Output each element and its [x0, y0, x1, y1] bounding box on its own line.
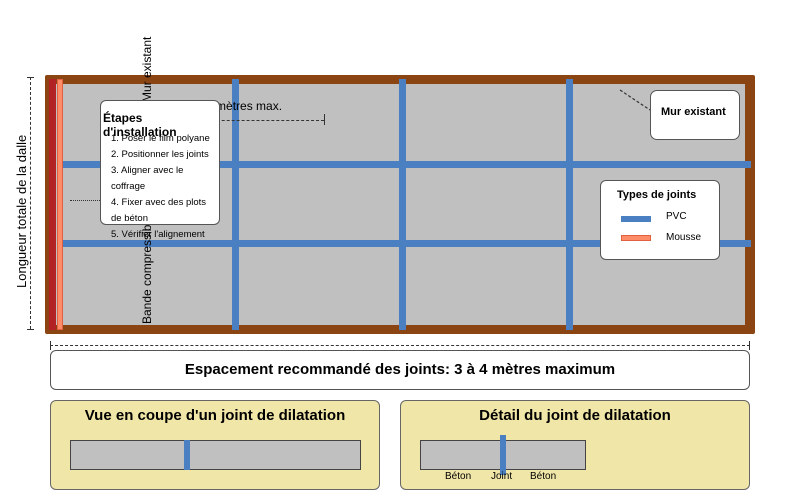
joint-types-legend: Types de joints PVC Mousse: [600, 180, 720, 260]
detail-view-title: Détail du joint de dilatation: [479, 407, 671, 424]
detail-concrete-right-label: Béton: [530, 471, 557, 482]
existing-wall-title: Mur existant: [661, 106, 726, 118]
width-tick-left: [50, 341, 51, 350]
foam-label: Mousse: [666, 232, 702, 243]
step-item: 3. Aligner avec le coffrage: [111, 165, 184, 192]
vertical-joint-2: [399, 79, 406, 330]
steps-leader-line: [70, 200, 100, 201]
pvc-swatch: [621, 216, 651, 222]
detail-joint-label: Joint: [491, 471, 513, 482]
installation-steps-title: Étapes d'installation: [103, 111, 177, 139]
vertical-joint-3: [566, 79, 573, 330]
compressible-foam-band: [57, 79, 63, 330]
horizontal-joint-1: [60, 161, 751, 168]
joint-spacing-banner: Espacement recommandé des joints: 3 à 4 …: [50, 350, 750, 390]
foam-swatch: [621, 235, 651, 241]
slab-width-dimension-line: [50, 345, 750, 346]
legend-title: Types de joints: [617, 189, 697, 201]
section-joint: [184, 440, 190, 470]
detail-concrete-left-label: Béton: [445, 471, 472, 482]
section-slab-bar: [70, 440, 361, 470]
horizontal-joint-2: [60, 240, 751, 247]
slab-length-label: Longueur totale de la dalle: [14, 134, 29, 288]
dimension-tick-bottom: [27, 329, 34, 330]
installation-steps-list: 1. Poser le film polyane 2. Positionner …: [111, 131, 219, 243]
width-tick-right: [749, 341, 750, 350]
spacing-dimension-line: [182, 120, 324, 121]
step-item: 1. Poser le film polyane: [111, 133, 210, 144]
wall-callout-leader: [619, 89, 651, 111]
existing-wall-side-label: Mur existant: [140, 36, 154, 102]
existing-wall-edge: [49, 79, 56, 330]
step-item: 4. Fixer avec des plots: [111, 197, 207, 208]
section-view-title: Vue en coupe d'un joint de dilatation: [84, 407, 346, 424]
pvc-label: PVC: [666, 211, 687, 222]
slab-length-dimension-line: [30, 77, 31, 329]
vertical-joint-1: [232, 79, 239, 330]
installation-steps-box: Étapes d'installation 1. Poser le film p…: [100, 100, 220, 240]
section-view-panel: Vue en coupe d'un joint de dilatation: [50, 400, 380, 490]
spacing-tick: [324, 114, 325, 125]
dimension-tick-top: [27, 77, 34, 78]
step-item: de béton: [111, 213, 148, 224]
detail-view-panel: Détail du joint de dilatation Béton Join…: [400, 400, 750, 490]
detail-joint: [500, 435, 506, 475]
step-item: 2. Positionner les joints: [111, 149, 209, 160]
step-item: 5. Vérifier l'alignement: [111, 229, 205, 240]
existing-wall-callout: Mur existant: [650, 90, 740, 140]
